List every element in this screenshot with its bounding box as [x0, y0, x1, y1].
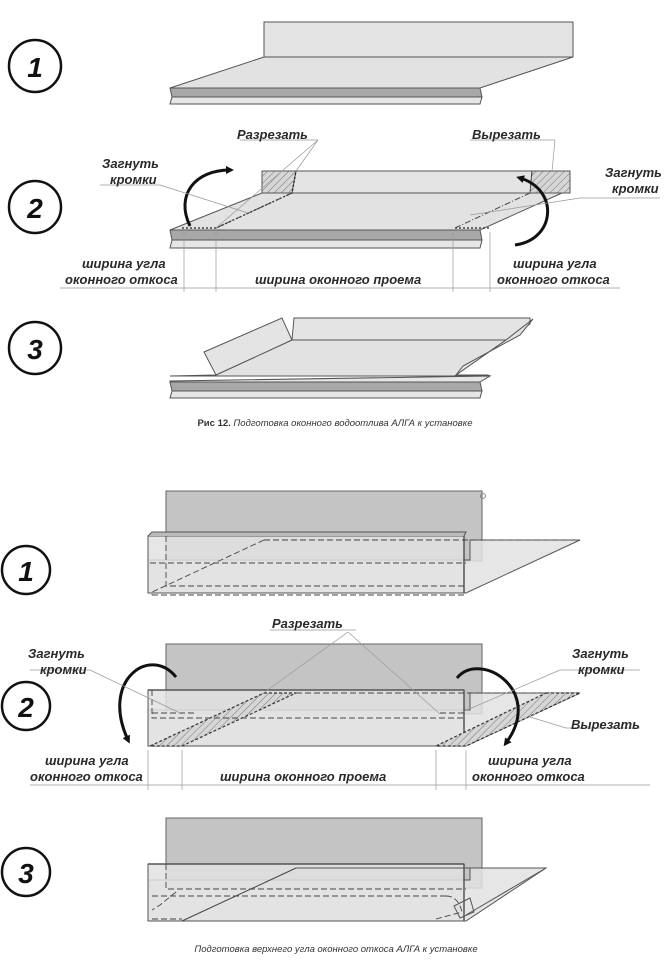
label-cut-out: Вырезать [472, 127, 541, 142]
step-number: 1 [18, 556, 34, 587]
label-cut-out: Вырезать [571, 717, 640, 732]
cut-out-area-right [435, 692, 581, 747]
caption-text: Подготовка оконного водоотлива АЛГА к ус… [231, 418, 473, 429]
label-bend-right-2: кромки [612, 181, 659, 196]
fig1-step3: 3 [7, 317, 534, 399]
step-number-badge: 2 [7, 179, 63, 235]
label-opening-width: ширина оконного проема [220, 769, 386, 784]
step-number: 3 [18, 858, 34, 889]
label-bend-right-2: кромки [578, 662, 625, 677]
label-corner-width-right-1: ширина угла [513, 256, 597, 271]
fig2-step2: 2 [0, 616, 650, 790]
step-number: 3 [27, 334, 43, 365]
fig2-step1: 1 [0, 490, 581, 596]
label-corner-width-left-2: оконного откоса [65, 272, 178, 287]
bend-arrow-right [455, 667, 520, 747]
label-bend-left-1: Загнуть [102, 156, 159, 171]
leader-lines [60, 139, 660, 292]
label-corner-width-right-2: оконного откоса [472, 769, 585, 784]
sill-flashing-marked [169, 170, 571, 249]
figure1-caption: Рис 12. Подготовка оконного водоотлива А… [197, 418, 472, 429]
label-bend-left-1: Загнуть [28, 646, 85, 661]
step-number: 1 [27, 52, 43, 83]
label-corner-width-left-2: оконного откоса [30, 769, 143, 784]
bend-arrow-left [118, 663, 178, 744]
slope-corner-bent [147, 817, 548, 922]
label-bend-right-1: Загнуть [605, 165, 662, 180]
step-number: 2 [26, 193, 43, 224]
label-corner-width-right-1: ширина угла [488, 753, 572, 768]
sill-flashing-bent [169, 317, 534, 399]
step-number-badge: 1 [7, 38, 63, 94]
label-bend-left-2: кромки [110, 172, 157, 187]
step-number-badge: 2 [0, 680, 52, 732]
caption-number: Рис 12. [197, 418, 230, 429]
step-number-badge: 1 [0, 544, 52, 596]
slope-corner-marked [147, 643, 581, 747]
fig1-step2: 2 [7, 127, 662, 292]
step-number: 2 [17, 692, 34, 723]
bend-arrow-left [183, 166, 234, 227]
cut-out-area-left [149, 692, 297, 747]
bent-flap-right [455, 318, 534, 376]
label-cut: Разрезать [237, 127, 308, 142]
label-corner-width-left-1: ширина угла [82, 256, 166, 271]
bend-arrow-right [514, 175, 549, 247]
bent-flap-left [203, 317, 293, 376]
leader-lines [30, 629, 650, 790]
label-corner-width-left-1: ширина угла [45, 753, 129, 768]
label-bend-left-2: кромки [40, 662, 87, 677]
label-corner-width-right-2: оконного откоса [497, 272, 610, 287]
label-opening-width: ширина оконного проема [255, 272, 421, 287]
step-number-badge: 3 [0, 846, 52, 898]
fig2-step3: 3 [0, 817, 548, 922]
label-bend-right-1: Загнуть [572, 646, 629, 661]
cut-out-area-right [529, 170, 571, 194]
step-number-badge: 3 [7, 320, 63, 376]
fig1-step1: 1 [7, 21, 574, 105]
sill-flashing-flat [169, 21, 574, 105]
cut-out-area-left [261, 170, 297, 194]
label-cut: Разрезать [272, 616, 343, 631]
figure2-caption: Подготовка верхнего угла оконного откоса… [194, 944, 477, 955]
slope-corner-flat [147, 490, 581, 596]
